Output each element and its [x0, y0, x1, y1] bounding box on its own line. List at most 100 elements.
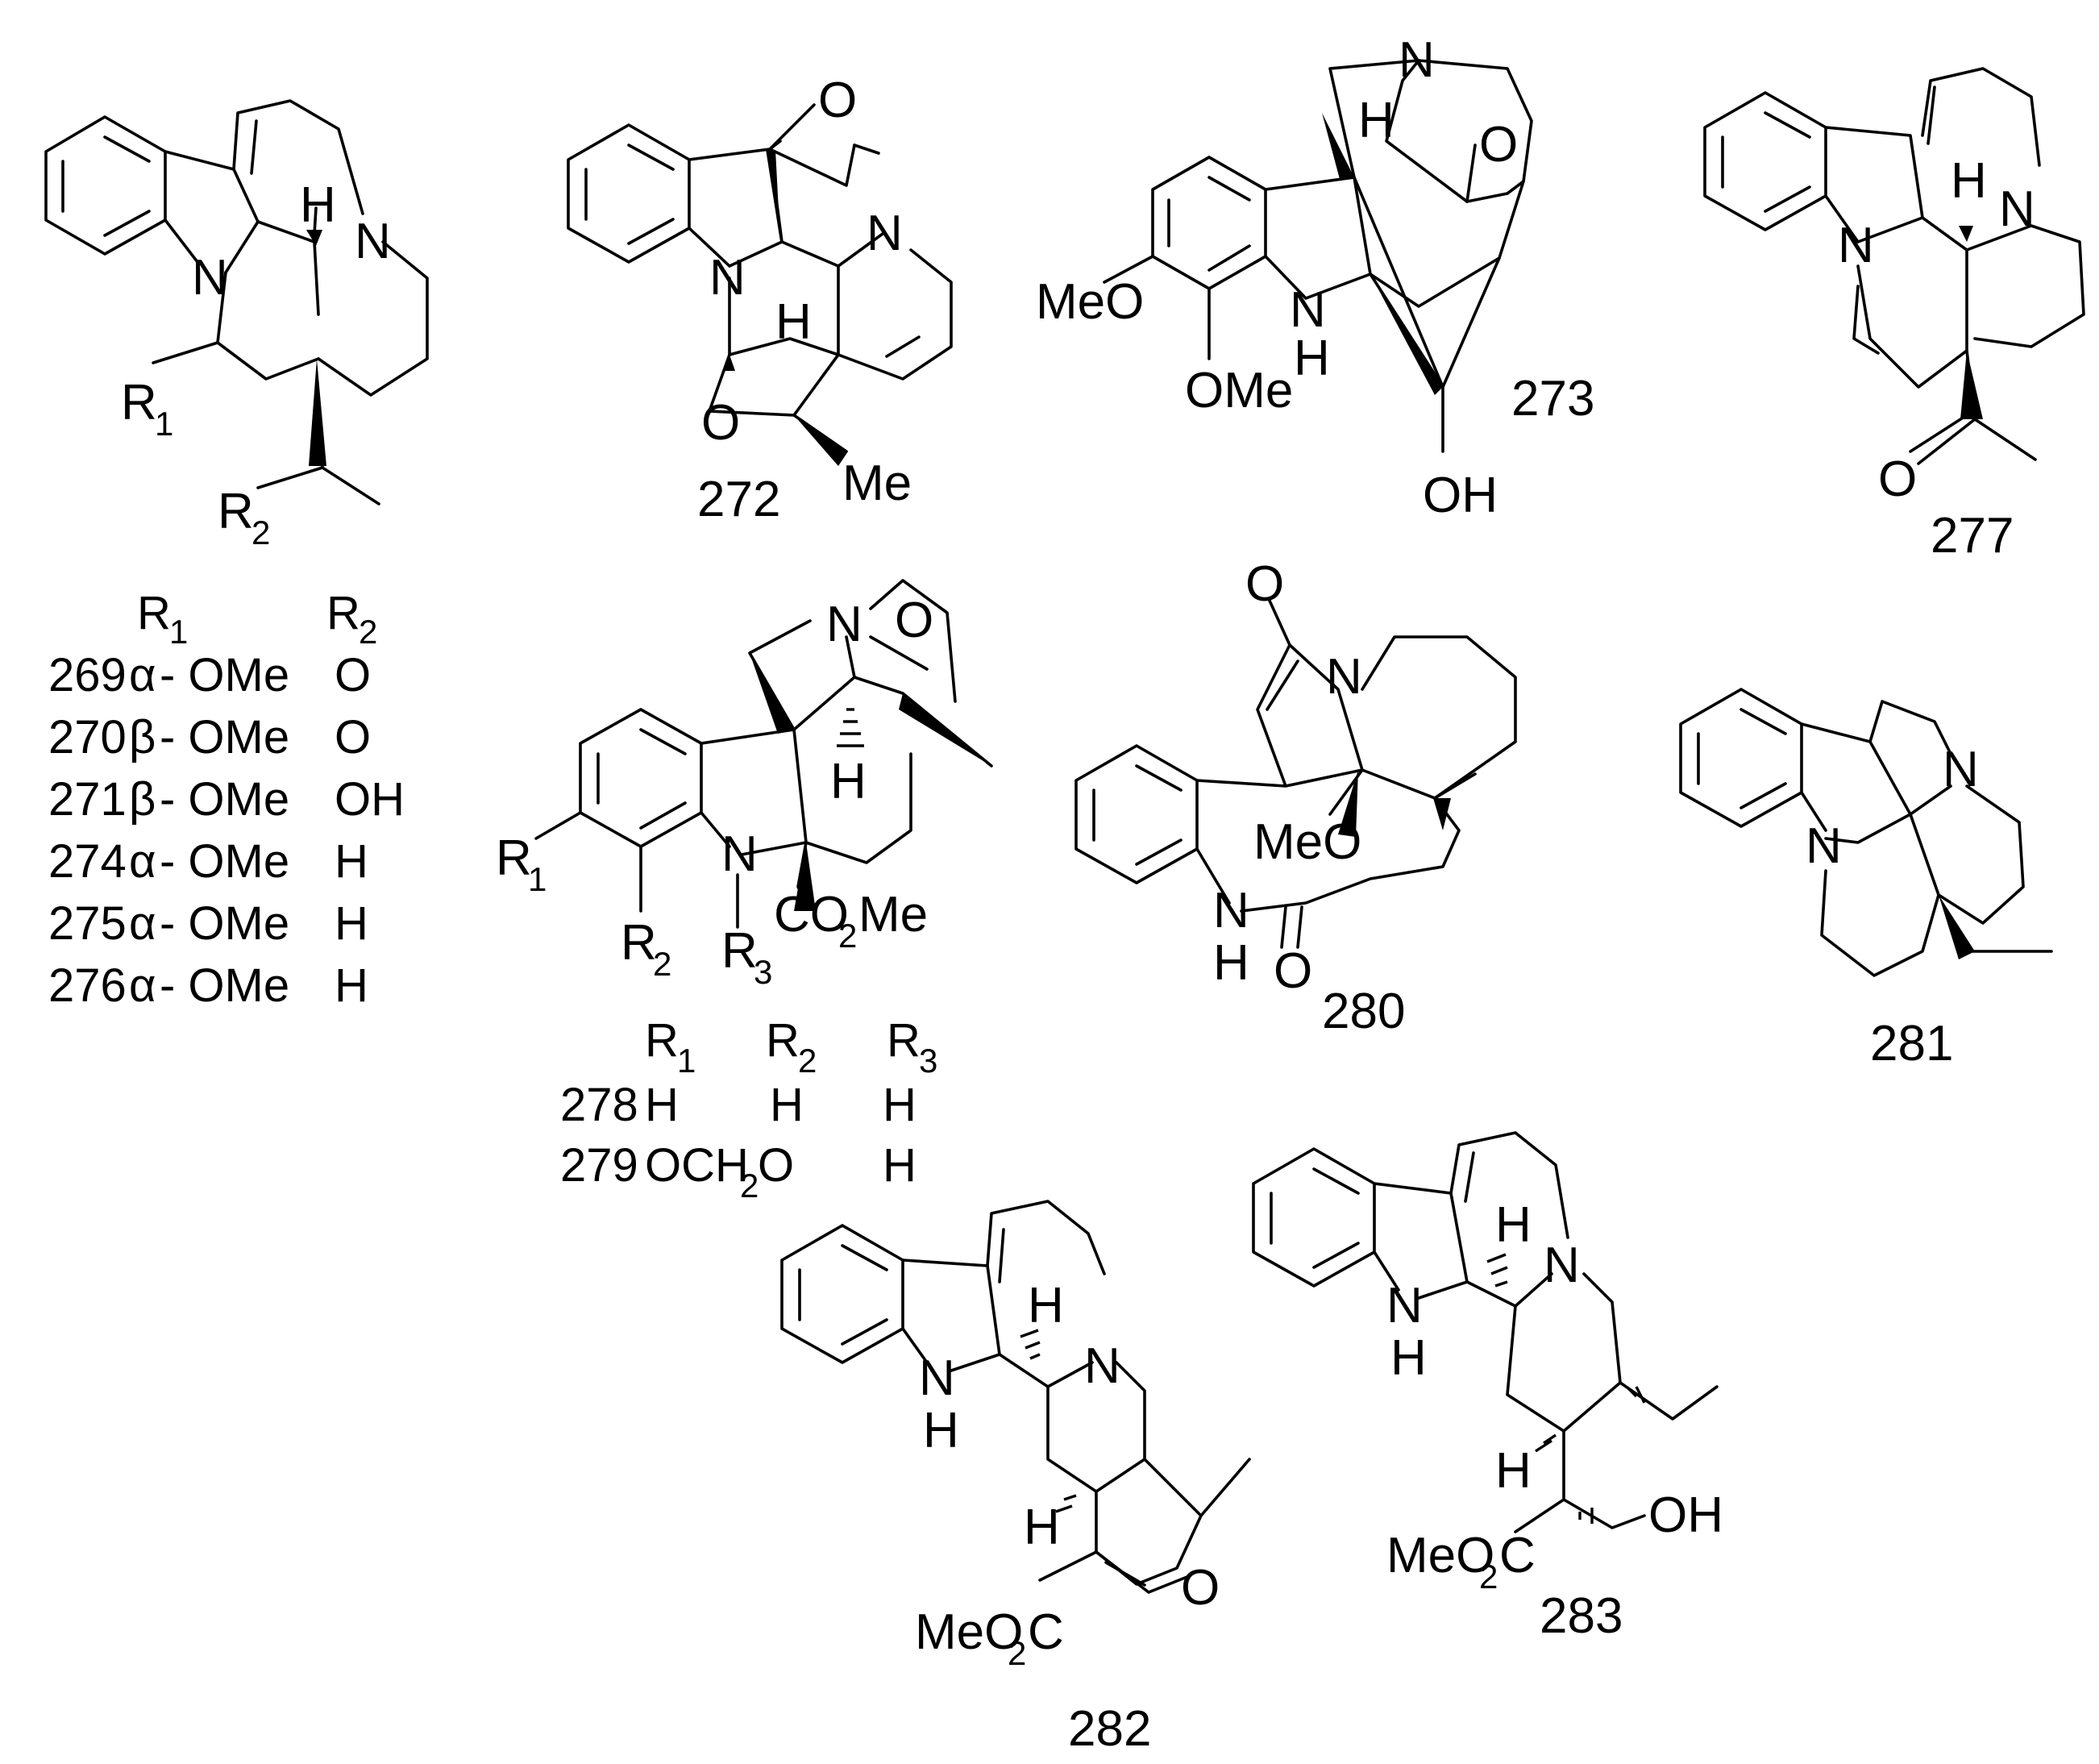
atom-h: H — [1495, 1443, 1532, 1499]
structure-272: O N N H O Me 272 — [567, 73, 953, 527]
indole-nh-n: N — [1386, 1278, 1423, 1333]
structure-282: H N N H H O MeO 2 C 282 — [780, 1200, 1251, 1757]
atom-n: N — [721, 826, 758, 882]
atom-h: H — [1495, 1197, 1532, 1253]
hydroxyl-label: OH — [1648, 1487, 1723, 1543]
structure-280: O N MeO N H O 280 — [1074, 556, 1517, 1039]
atom-o: O — [1274, 943, 1312, 999]
r1-label: R — [496, 830, 532, 886]
row-279-r1-a: OCH — [645, 1139, 749, 1192]
atom-n: N — [1999, 181, 2035, 237]
r2-subscript: 2 — [653, 945, 671, 983]
methyl-label: Me — [842, 456, 912, 511]
table-row-r1-270: - OMe — [160, 711, 289, 763]
structure-273: N H O MeO OMe N H OH 273 — [1036, 32, 1594, 523]
r1-label: R — [121, 375, 157, 431]
row-278-r3: H — [883, 1079, 916, 1131]
table-row-config-274: α — [129, 835, 156, 888]
table-row-config-270: β — [129, 711, 156, 763]
methoxy-label: MeO — [1036, 274, 1144, 330]
atom-o: O — [1245, 556, 1284, 612]
indole-nh-h: H — [1390, 1330, 1427, 1386]
atom-n: N — [1326, 649, 1362, 705]
r1-subscript: 1 — [528, 860, 547, 898]
r2-label: R — [621, 915, 657, 971]
table-row-id-276: 276 — [48, 959, 127, 1012]
substituent-table-278-279: R 1 R 2 R 3 278 H H H 279 OCH 2 O H — [560, 1014, 937, 1204]
row-279-id: 279 — [560, 1139, 638, 1192]
ester-label-sub: 2 — [838, 917, 857, 955]
table-header-r3: R — [887, 1014, 921, 1067]
structure-278-279: N O H N R 1 R 2 R 3 CO 2 Me — [496, 579, 993, 991]
atom-n: N — [867, 206, 903, 261]
table-header-r1-sub: 1 — [169, 613, 188, 651]
table-header-r2-sub: 2 — [798, 1042, 817, 1080]
atom-h: H — [1028, 1278, 1064, 1333]
table-header-r1: R — [137, 587, 171, 639]
atom-h: H — [1024, 1500, 1060, 1555]
table-row-r1-276: - OMe — [160, 959, 289, 1012]
table-row-r2-270: O — [335, 711, 371, 763]
table-header-r2: R — [766, 1014, 800, 1067]
compound-label-273: 273 — [1511, 371, 1594, 426]
methoxy-label: MeO — [1253, 814, 1361, 870]
table-row-id-274: 274 — [48, 835, 127, 888]
indole-nh-h: H — [923, 1403, 959, 1458]
r2-subscript: 2 — [251, 514, 270, 551]
methoxy-label: OMe — [1185, 363, 1293, 418]
atom-h: H — [1951, 153, 1987, 209]
table-row-id-270: 270 — [48, 711, 127, 763]
atom-o: O — [818, 73, 857, 128]
compound-label-280: 280 — [1322, 984, 1405, 1039]
atom-o: O — [1479, 117, 1518, 173]
amide-nh-h: H — [1213, 935, 1249, 991]
atom-n: N — [1806, 818, 1842, 874]
atom-o: O — [1181, 1560, 1220, 1616]
table-row-r1-274: - OMe — [160, 835, 289, 888]
row-278-id: 278 — [560, 1079, 638, 1131]
ester-label-co: CO — [774, 887, 849, 942]
compound-label-272: 272 — [697, 472, 780, 527]
atom-o: O — [1878, 451, 1917, 507]
atom-n: N — [1399, 32, 1435, 88]
table-header-r2-sub: 2 — [359, 613, 377, 651]
table-row-r1-271: - OMe — [160, 773, 289, 826]
hydroxyl-label: OH — [1423, 468, 1498, 523]
atom-n: N — [1544, 1238, 1580, 1293]
indole-nh-n: N — [919, 1350, 955, 1406]
table-row-id-275: 275 — [48, 897, 127, 950]
atom-h: H — [775, 294, 812, 350]
ester-label-c: C — [1028, 1604, 1064, 1660]
atom-n: N — [1943, 742, 1979, 797]
compound-label-281: 281 — [1870, 1016, 1953, 1071]
table-row-config-269: α — [129, 649, 156, 701]
structure-281: N N 281 — [1679, 688, 2053, 1071]
row-278-r2: H — [770, 1079, 804, 1131]
atom-h: H — [300, 177, 336, 233]
compound-label-282: 282 — [1068, 1701, 1151, 1757]
table-row-r2-276: H — [335, 959, 368, 1012]
atom-o: O — [701, 395, 740, 451]
atom-n: N — [1084, 1338, 1120, 1394]
atom-n: N — [826, 597, 862, 652]
table-row-config-276: α — [129, 959, 156, 1012]
atom-n: N — [709, 250, 746, 306]
indoline-nh-n: N — [1290, 282, 1326, 338]
ester-label-sub: 2 — [1008, 1634, 1026, 1672]
atom-h: H — [1358, 93, 1394, 148]
atom-o: O — [895, 593, 933, 648]
ester-label-meo: MeO — [1386, 1528, 1494, 1583]
indoline-nh-h: H — [1294, 331, 1330, 386]
ester-label-c: C — [1499, 1528, 1536, 1583]
table-row-r2-275: H — [335, 897, 368, 950]
table-row-config-275: α — [129, 897, 156, 950]
amide-nh-n: N — [1213, 883, 1249, 938]
ester-label-meo: MeO — [915, 1604, 1023, 1660]
table-header-r1-sub: 1 — [677, 1042, 696, 1080]
table-header-r2: R — [326, 587, 360, 639]
row-279-r1-b: O — [758, 1139, 794, 1192]
table-row-r1-269: - OMe — [160, 649, 289, 701]
table-header-r1: R — [645, 1014, 679, 1067]
r3-subscript: 3 — [754, 953, 772, 991]
